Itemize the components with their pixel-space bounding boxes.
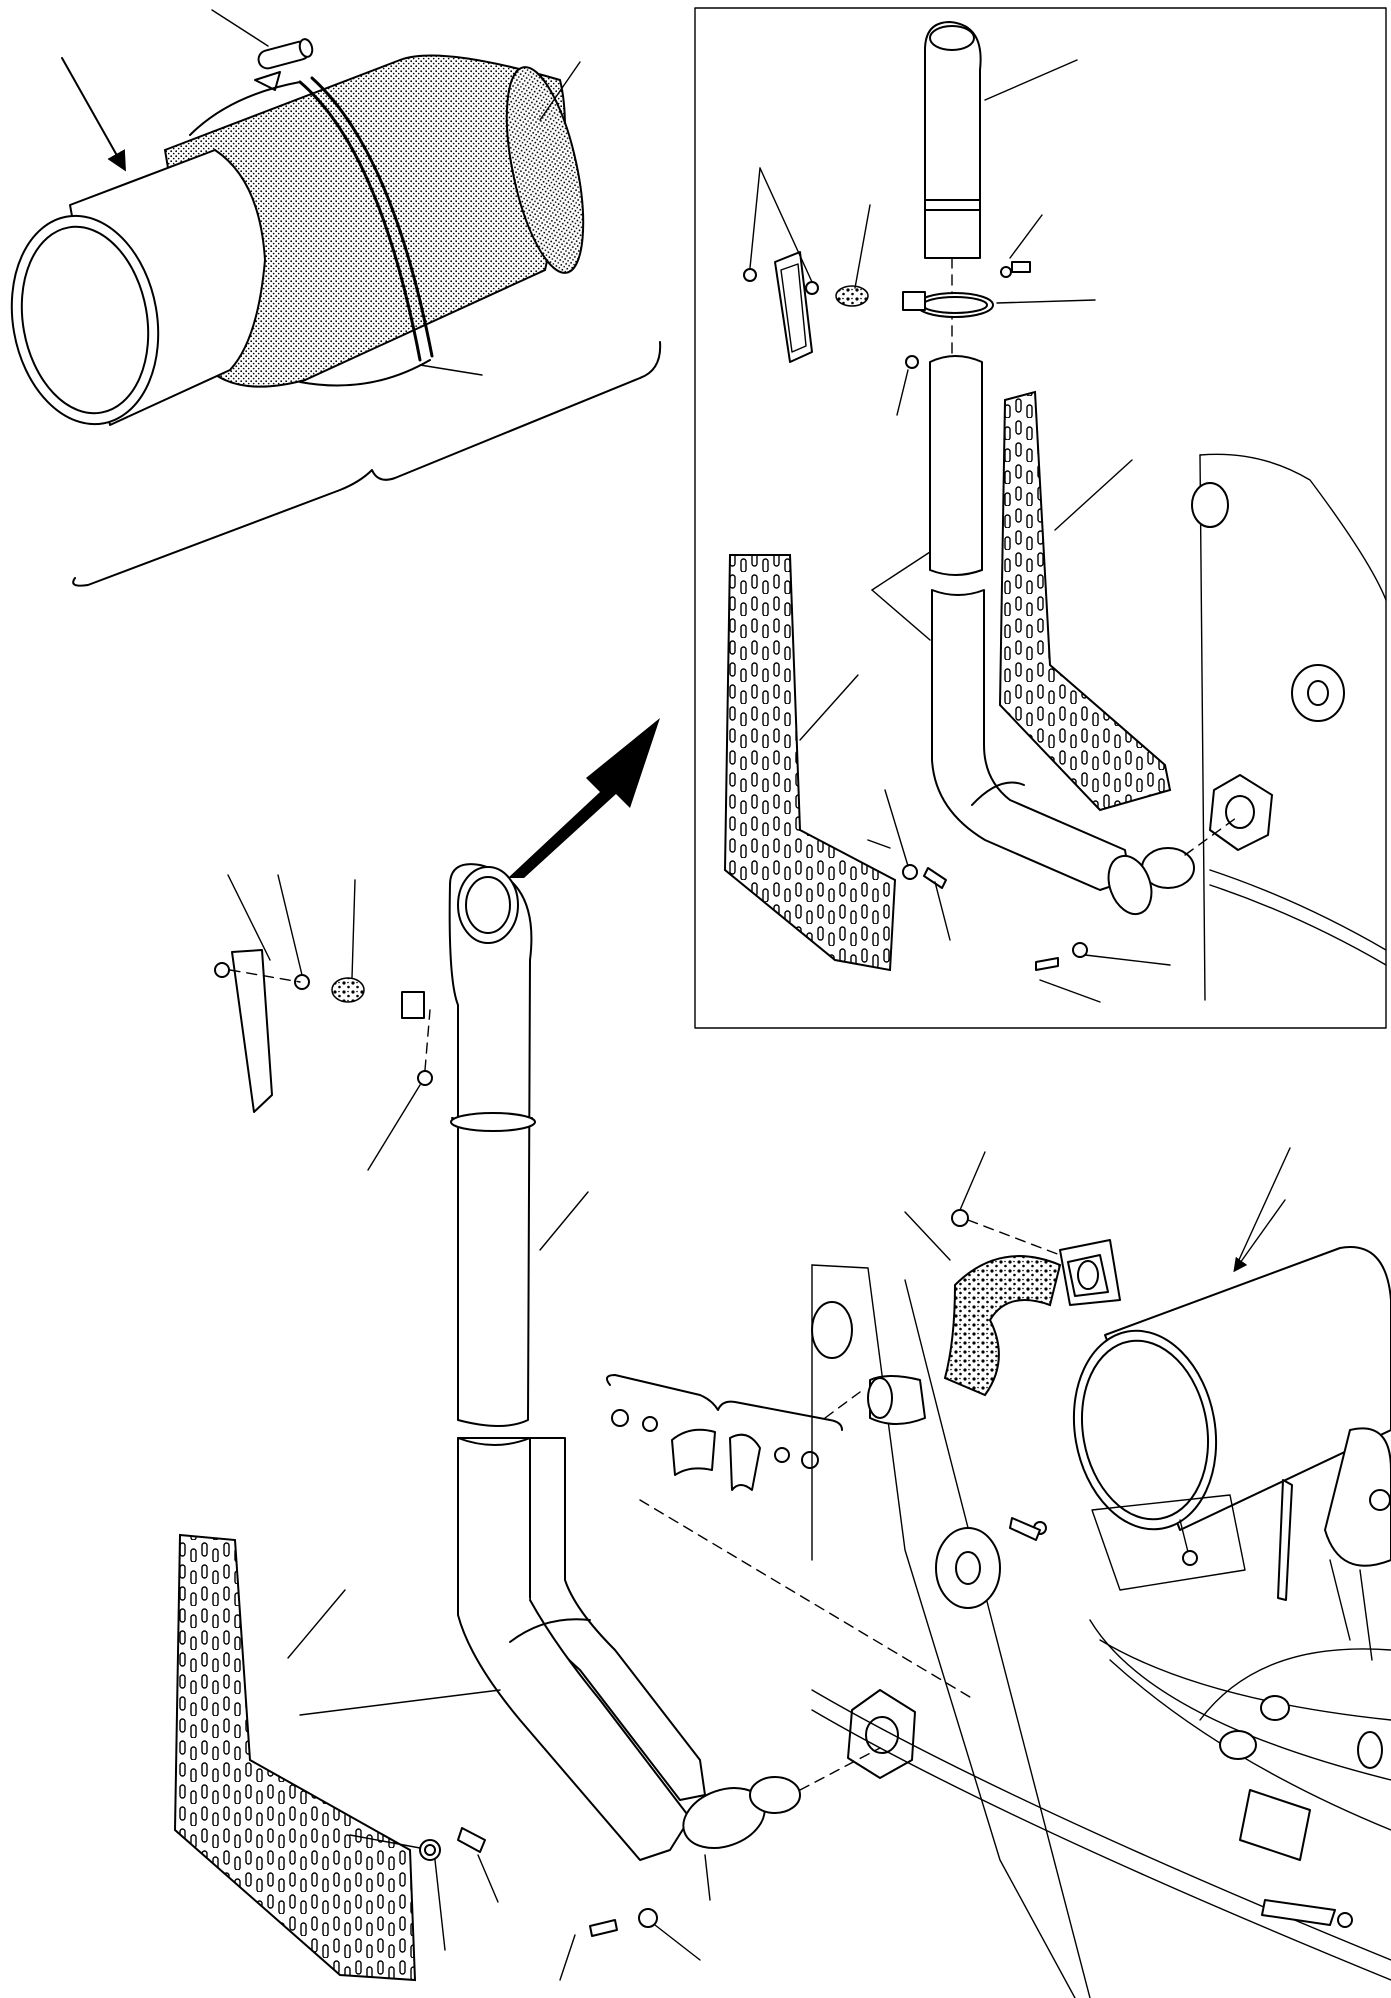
wrap-detail-view (10, 9, 662, 587)
main-assembly (173, 718, 1391, 1998)
inset-frame (694, 7, 1387, 1029)
inset-view (723, 21, 1387, 1003)
